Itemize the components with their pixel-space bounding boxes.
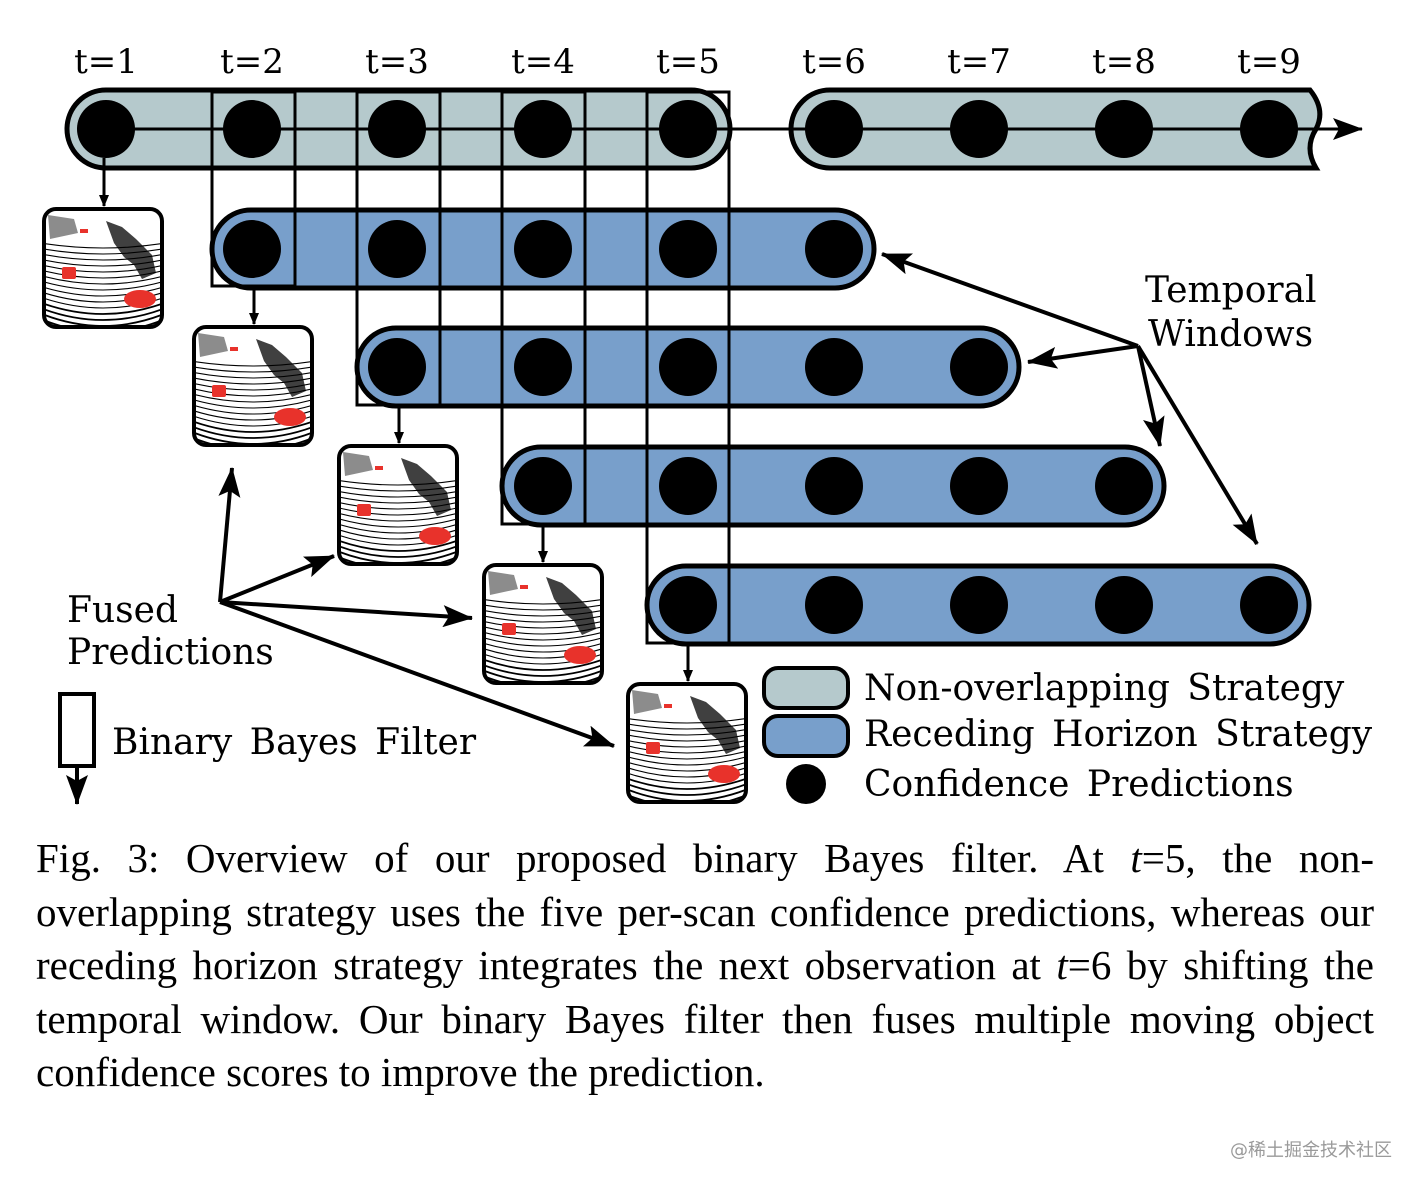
bayes-filter-legend-box [58,692,96,768]
fused-prediction-image-t1 [42,207,164,329]
temporal-arrow-4 [1136,344,1259,546]
confidence-dot-r2-t6 [805,338,863,396]
confidence-dot-r2-t4 [514,338,572,396]
confidence-dot-r0-t2 [223,100,281,158]
confidence-dot-r2-t3 [368,338,426,396]
time-label-4: t=4 [511,42,575,82]
confidence-dot-r2-t7 [950,338,1008,396]
confidence-dot-r0-t4 [514,100,572,158]
time-label-6: t=6 [802,42,866,82]
confidence-dot-r0-t9 [1240,100,1298,158]
fused-prediction-image-t2 [192,325,314,447]
legend-swatch-non-overlapping [762,666,850,710]
fused-arrow-3 [219,600,473,628]
confidence-dot-r1-t5 [659,220,717,278]
legend-label-receding: Receding Horizon Strategy [864,714,1373,755]
fused-predictions-label-2: Predictions [67,632,274,673]
confidence-dot-r4-t7 [950,576,1008,634]
temporal-windows-label-2: Windows [1148,314,1313,355]
confidence-dot-r2-t5 [659,338,717,396]
time-label-3: t=3 [365,42,429,82]
time-label-7: t=7 [947,42,1011,82]
time-label-5: t=5 [656,42,720,82]
confidence-dot-r1-t3 [368,220,426,278]
confidence-dot-r3-t6 [805,457,863,515]
temporal-arrow-1 [881,252,1139,348]
confidence-dot-r0-t1 [77,100,135,158]
confidence-dots [77,100,1298,634]
temporal-arrow-3 [1136,345,1165,447]
fused-arrow-2 [219,554,335,604]
bayes-filter-box-t2 [210,90,297,288]
figure-caption: Fig. 3: Overview of our proposed binary … [36,835,1374,1095]
confidence-dot-r4-t6 [805,576,863,634]
legend-label-non-overlapping: Non-overlapping Strategy [864,668,1345,709]
legend-label-confidence: Confidence Predictions [864,764,1294,805]
temporal-windows-label-1: Temporal [1145,270,1317,311]
confidence-dot-r4-t9 [1240,576,1298,634]
fused-arrow-4 [219,600,615,748]
confidence-dot-r3-t8 [1095,457,1153,515]
time-label-1: t=1 [74,42,138,82]
confidence-dot-r4-t8 [1095,576,1153,634]
fused-predictions-label-1: Fused [67,590,178,631]
watermark: @稀土掘金技术社区 [1230,1140,1392,1161]
legend-swatch-dot [786,764,826,804]
confidence-dot-r3-t5 [659,457,717,515]
temporal-arrow-2 [1027,344,1139,369]
fused-prediction-image-t4 [482,563,604,685]
confidence-dot-r0-t6 [805,100,863,158]
confidence-dot-r0-t3 [368,100,426,158]
confidence-dot-r4-t5 [659,576,717,634]
confidence-dot-r0-t5 [659,100,717,158]
bayes-filter-box-t3 [355,90,442,407]
confidence-dot-r3-t7 [950,457,1008,515]
confidence-dot-r3-t4 [514,457,572,515]
confidence-dot-r1-t6 [805,220,863,278]
bayes-filter-box-t4 [500,90,587,526]
confidence-dot-r1-t2 [223,220,281,278]
time-label-2: t=2 [220,42,284,82]
fused-arrow-1 [218,467,241,603]
bayes-filter-diagram: t=1 t=2 t=3 t=4 t=5 t=6 t=7 t=8 t=9 Temporal Win… [42,42,1373,805]
confidence-dot-r0-t8 [1095,100,1153,158]
time-label-9: t=9 [1237,42,1301,82]
legend-swatch-receding [762,714,850,758]
confidence-dot-r1-t4 [514,220,572,278]
time-label-8: t=8 [1092,42,1156,82]
confidence-dot-r0-t7 [950,100,1008,158]
bayes-filter-legend-label: Binary Bayes Filter [112,722,477,763]
fused-prediction-image-t3 [337,444,459,566]
fused-prediction-image-t5 [626,682,748,804]
bayes-filter-box-t5 [645,90,731,645]
